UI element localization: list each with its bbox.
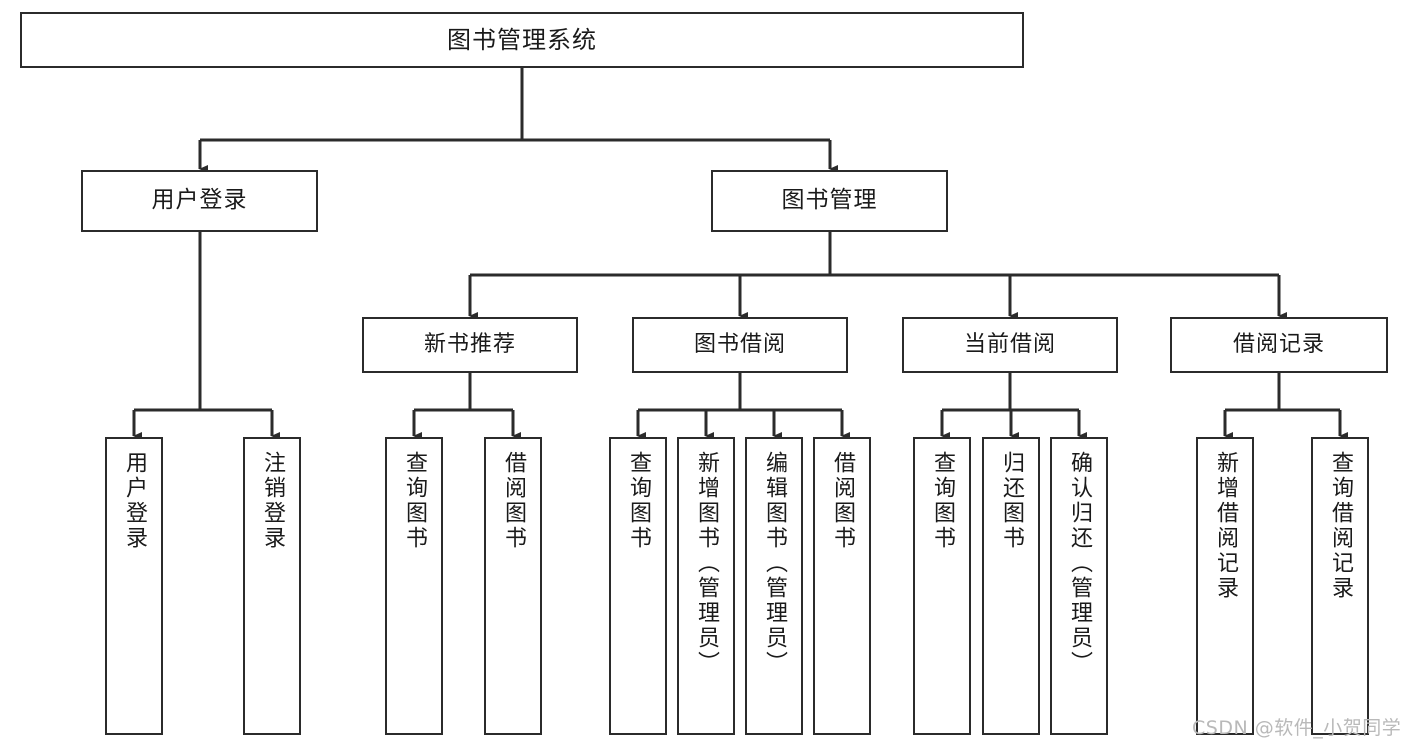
node-l-rc-add: 新增借阅记录: [1196, 437, 1254, 735]
node-l-cu-confirm: 确认归还（管理员）: [1050, 437, 1108, 735]
node-label-l-nb-borrow: 借阅图书: [501, 451, 526, 551]
node-l-rc-query: 查询借阅记录: [1311, 437, 1369, 735]
node-borrow: 图书借阅: [632, 317, 848, 373]
node-label-l-bo-query: 查询图书: [626, 451, 651, 551]
node-label-l-bo-lend: 借阅图书: [830, 451, 855, 551]
node-label-login: 用户登录: [151, 187, 248, 214]
node-label-l-cu-return: 归还图书: [999, 451, 1024, 551]
node-label-l-cu-query: 查询图书: [930, 451, 955, 551]
node-l-logout: 注销登录: [243, 437, 301, 735]
node-label-l-nb-query: 查询图书: [402, 451, 427, 551]
node-l-login: 用户登录: [105, 437, 163, 735]
node-records: 借阅记录: [1170, 317, 1388, 373]
node-l-bo-lend: 借阅图书: [813, 437, 871, 735]
node-l-cu-return: 归还图书: [982, 437, 1040, 735]
node-label-records: 借阅记录: [1232, 332, 1325, 358]
node-label-l-logout: 注销登录: [260, 451, 285, 551]
node-label-newbook: 新书推荐: [423, 332, 516, 358]
node-current: 当前借阅: [902, 317, 1118, 373]
node-label-l-bo-add: 新增图书（管理员）: [694, 451, 719, 676]
node-l-nb-borrow: 借阅图书: [484, 437, 542, 735]
node-label-l-cu-confirm: 确认归还（管理员）: [1067, 451, 1092, 676]
node-label-borrow: 图书借阅: [693, 332, 786, 358]
node-root: 图书管理系统: [20, 12, 1024, 68]
node-label-root: 图书管理系统: [447, 25, 597, 54]
node-l-bo-add: 新增图书（管理员）: [677, 437, 735, 735]
node-label-bookmgmt: 图书管理: [781, 187, 878, 214]
node-l-bo-query: 查询图书: [609, 437, 667, 735]
node-bookmgmt: 图书管理: [711, 170, 948, 232]
node-login: 用户登录: [81, 170, 318, 232]
node-label-l-bo-edit: 编辑图书（管理员）: [762, 451, 787, 676]
watermark-text: CSDN @软件_小贺同学: [1192, 717, 1402, 739]
node-l-nb-query: 查询图书: [385, 437, 443, 735]
node-label-l-rc-add: 新增借阅记录: [1213, 451, 1238, 601]
node-label-current: 当前借阅: [963, 332, 1056, 358]
node-newbook: 新书推荐: [362, 317, 578, 373]
node-label-l-login: 用户登录: [122, 451, 147, 551]
node-l-cu-query: 查询图书: [913, 437, 971, 735]
node-l-bo-edit: 编辑图书（管理员）: [745, 437, 803, 735]
node-label-l-rc-query: 查询借阅记录: [1328, 451, 1353, 601]
